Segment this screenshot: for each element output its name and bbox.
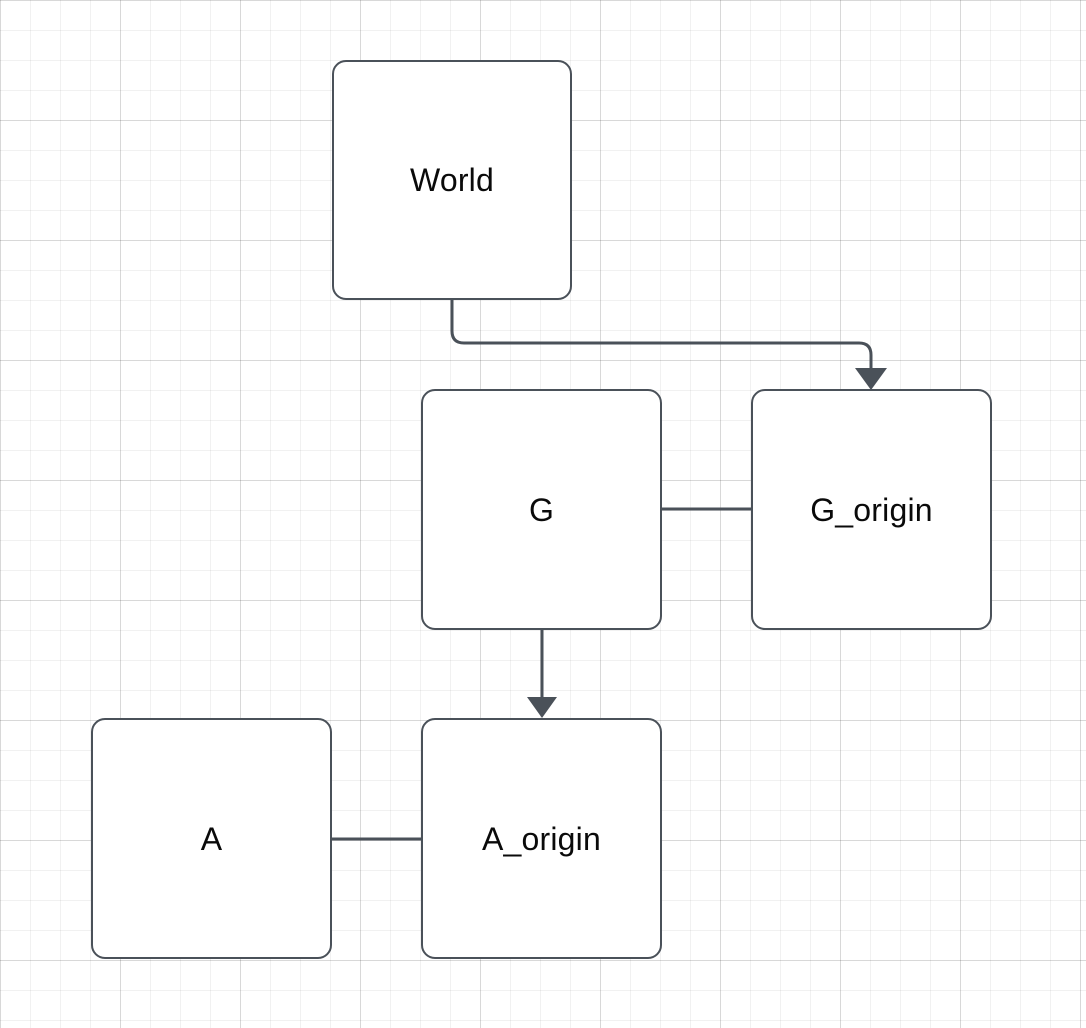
node-g-origin[interactable]: G_origin (751, 389, 992, 630)
node-world[interactable]: World (332, 60, 572, 300)
node-a-label: A (200, 820, 223, 857)
edge-world-to-g_origin (450, 300, 873, 368)
node-a[interactable]: A (91, 718, 332, 959)
node-g[interactable]: G (421, 389, 662, 630)
node-world-label: World (410, 162, 494, 198)
arrowhead-icon-g-origin (855, 368, 887, 390)
arrowhead-icon-a-origin (527, 697, 557, 718)
node-g-origin-label: G_origin (810, 491, 933, 528)
node-g-label: G (528, 491, 555, 528)
node-a-origin-label: A_origin (481, 820, 601, 857)
node-a-origin[interactable]: A_origin (421, 718, 662, 959)
